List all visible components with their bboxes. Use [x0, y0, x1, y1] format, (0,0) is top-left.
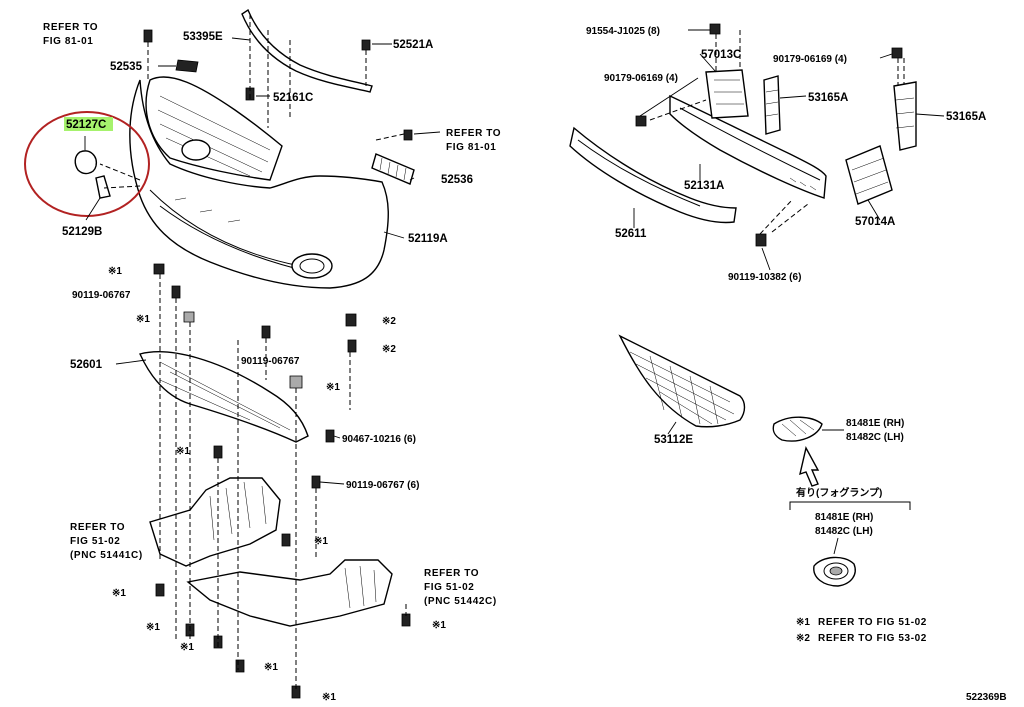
label-52601: 52601 — [70, 359, 103, 371]
part-53112e-lower-grille — [618, 334, 746, 428]
label-90119-06767-b: 90119-06767 — [241, 356, 300, 367]
part-upper-grille — [145, 76, 283, 181]
marker-1-h: ※1 — [432, 620, 446, 631]
label-52129b: 52129B — [62, 226, 102, 238]
ref-81-01-top: REFER TO FIG 81-01 — [43, 22, 98, 47]
label-leaders-left — [84, 37, 441, 485]
part-53395e-molding — [241, 8, 373, 93]
marker-2-a: ※2 — [382, 316, 396, 327]
arrow-up — [799, 446, 820, 487]
label-90119-10382: 90119-10382 (6) — [728, 272, 801, 283]
label-81481e-rh-2: 81481E (RH) — [815, 512, 873, 523]
label-81482c-lh-2: 81482C (LH) — [815, 526, 873, 537]
marker-1-e: ※1 — [314, 536, 328, 547]
fasteners-right — [635, 23, 903, 247]
dashed-leaders-left — [99, 14, 407, 690]
svg-text:REFER TO: REFER TO — [446, 128, 501, 139]
svg-text:(PNC 51441C): (PNC 51441C) — [70, 550, 143, 561]
marker-1-g: ※1 — [146, 622, 160, 633]
part-52611-absorber — [569, 126, 737, 224]
svg-text:FIG 81-01: FIG 81-01 — [43, 36, 93, 47]
label-52611: 52611 — [615, 228, 647, 240]
part-under-cover-left — [149, 477, 281, 567]
part-52127c-cap — [74, 150, 97, 175]
label-53165a-a: 53165A — [808, 92, 848, 104]
label-57013c: 57013C — [701, 49, 741, 61]
marker-1-a: ※1 — [108, 266, 122, 277]
highlight-circle — [24, 111, 150, 217]
svg-text:(PNC 51442C): (PNC 51442C) — [424, 596, 497, 607]
fog-note: 有り(フォグランプ) — [796, 486, 882, 499]
marker-1-j: ※1 — [264, 662, 278, 673]
part-bumper-cover-52119a — [129, 79, 389, 289]
svg-text:REFER TO: REFER TO — [70, 522, 125, 533]
part-57013c-bracket — [705, 69, 749, 119]
fasteners-left — [143, 29, 413, 699]
label-90179-06169-b: 90179-06169 (4) — [773, 54, 847, 65]
label-53395e: 53395E — [183, 31, 223, 43]
label-52127c: 52127C — [66, 119, 106, 131]
marker-1-c: ※1 — [326, 382, 340, 393]
label-90119-06767-a: 90119-06767 — [72, 290, 131, 301]
label-81482c-lh: 81482C (LH) — [846, 432, 904, 443]
label-52131a: 52131A — [684, 180, 724, 192]
ref-81-01-right: REFER TO FIG 81-01 — [446, 128, 501, 153]
diagram-id: 522369B — [966, 692, 1007, 703]
label-52161c: 52161C — [273, 92, 313, 104]
marker-1-f: ※1 — [112, 588, 126, 599]
marker-1-d: ※1 — [176, 446, 190, 457]
part-81481e-cover-upper — [772, 416, 823, 442]
part-53165a-right — [893, 81, 917, 151]
label-90467-10216: 90467-10216 (6) — [342, 434, 416, 445]
ref-51-02-left: REFER TO FIG 51-02 (PNC 51441C) — [70, 522, 143, 561]
part-53165a-small — [763, 75, 781, 135]
label-81481e-rh: 81481E (RH) — [846, 418, 904, 429]
dashed-leaders-right — [649, 30, 905, 235]
ref-51-02-right: REFER TO FIG 51-02 (PNC 51442C) — [424, 568, 497, 607]
label-57014a: 57014A — [855, 216, 895, 228]
marker-2-b: ※2 — [382, 344, 396, 355]
label-52536: 52536 — [441, 174, 473, 186]
leader-53112e — [667, 421, 677, 435]
label-90119-06767-6: 90119-06767 (6) — [346, 480, 419, 491]
label-leaders-right — [633, 29, 945, 271]
part-52535-clip — [175, 59, 199, 73]
svg-text:FIG 51-02: FIG 51-02 — [424, 582, 474, 593]
part-52129b-tab — [95, 175, 111, 199]
svg-text:REFER TO: REFER TO — [424, 568, 479, 579]
part-52131a-reinforcement — [669, 94, 827, 199]
label-52127c-highlight — [64, 117, 113, 131]
part-52536-bracket — [371, 153, 415, 185]
part-57014a-bracket — [845, 145, 893, 205]
label-53165a-b: 53165A — [946, 111, 986, 123]
svg-text:REFER TO: REFER TO — [43, 22, 98, 33]
label-53112e: 53112E — [654, 434, 693, 446]
marker-1-i: ※1 — [180, 642, 194, 653]
svg-text:FIG 81-01: FIG 81-01 — [446, 142, 496, 153]
marker-1-k: ※1 — [322, 692, 336, 703]
label-90179-06169-a: 90179-06169 (4) — [604, 73, 678, 84]
legend-text-2: REFER TO FIG 53-02 — [818, 633, 927, 644]
svg-text:FIG 51-02: FIG 51-02 — [70, 536, 120, 547]
marker-1-b: ※1 — [136, 314, 150, 325]
legend: ※1 REFER TO FIG 51-02 ※2 REFER TO FIG 53… — [796, 617, 927, 644]
label-52119a: 52119A — [408, 233, 448, 245]
part-under-cover-right — [186, 559, 393, 627]
legend-mark-1: ※1 — [796, 617, 810, 628]
legend-mark-2: ※2 — [796, 633, 810, 644]
label-52521a: 52521A — [393, 39, 433, 51]
leader-81481e-lower — [833, 537, 839, 555]
label-52535: 52535 — [110, 61, 143, 73]
legend-text-1: REFER TO FIG 51-02 — [818, 617, 927, 628]
label-91554-j1025: 91554-J1025 (8) — [586, 26, 660, 37]
fog-note-bracket — [789, 501, 911, 510]
part-81481e-bezel-lower — [813, 556, 856, 587]
